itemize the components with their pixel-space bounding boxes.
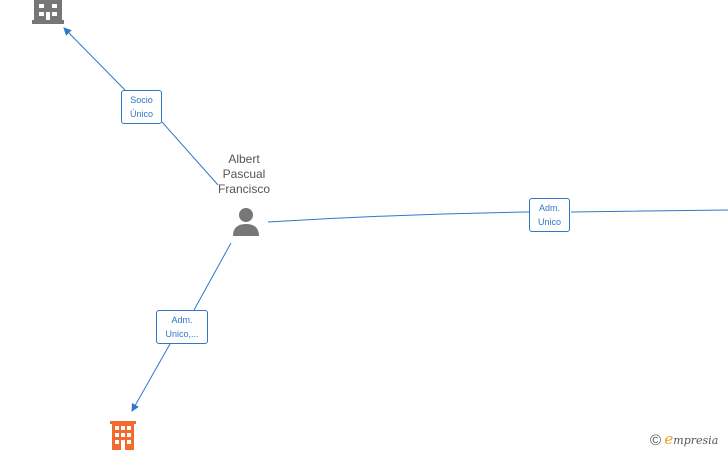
copyright-symbol: © — [650, 432, 662, 449]
company-node-top[interactable] — [32, 0, 64, 24]
brand-watermark: © empresia — [650, 430, 728, 449]
edge-adm-unico[interactable] — [267, 209, 728, 223]
company-node-bottom[interactable] — [110, 421, 136, 450]
brand-logo-e: e — [664, 430, 674, 448]
edge-label-adm-unico[interactable]: Adm. Unico — [529, 198, 570, 232]
person-name[interactable]: Albert Pascual Francisco — [217, 152, 270, 196]
edge-adm-unico-trunc[interactable] — [132, 242, 232, 411]
building-icon — [110, 421, 136, 450]
edge-label-adm-unico-trunc[interactable]: Adm. Unico,... — [156, 310, 208, 344]
edge-socio-unico[interactable] — [64, 28, 219, 186]
person-icon — [233, 208, 259, 236]
edge-label-socio-unico[interactable]: Socio Único — [121, 90, 162, 124]
person-node[interactable] — [231, 207, 261, 237]
brand-logo-text: mpresia — [673, 434, 719, 447]
building-icon — [32, 0, 64, 24]
